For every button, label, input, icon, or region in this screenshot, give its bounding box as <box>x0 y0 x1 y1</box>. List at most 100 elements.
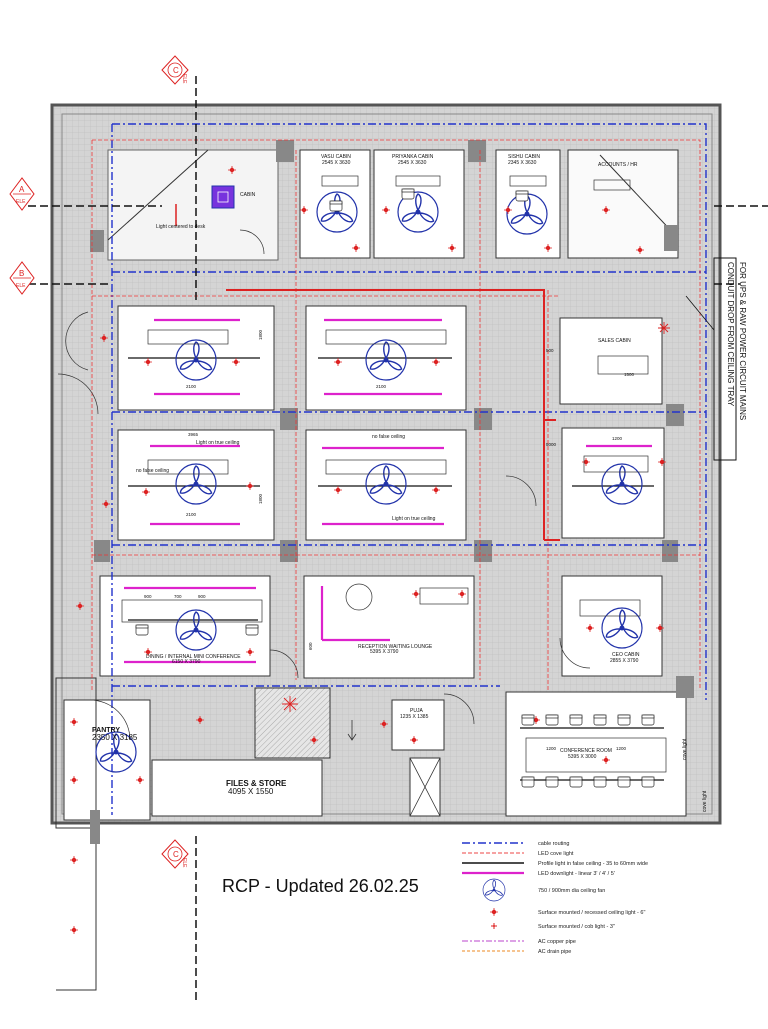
label-puja: PUJA <box>410 708 423 714</box>
legend-ceiling-fan: 750 / 900mm dia ceiling fan <box>538 888 605 894</box>
section-marker-c-bottom <box>161 839 189 869</box>
label-sishu-cabin: SISHU CABIN <box>508 154 540 160</box>
label-ceo-size: 2855 X 3790 <box>610 658 639 664</box>
building-inner <box>61 113 713 815</box>
label-files-store: FILES & STORE <box>226 779 287 788</box>
ceo-cabin-room <box>561 427 665 539</box>
conduit-note-box <box>713 257 737 461</box>
label-conference: CONFERENCE ROOM <box>560 748 612 754</box>
legend-ac-copper: AC copper pipe <box>538 939 576 945</box>
label-cove-1: cove light <box>682 738 688 760</box>
legend-symbols <box>462 842 524 952</box>
puja-room <box>391 699 445 751</box>
dim-3965: 3965 <box>188 432 199 437</box>
side-note-line1: CONDUIT DROP FROM CEILING TRAY <box>726 262 735 407</box>
ac-unit-icon <box>211 185 235 209</box>
legend-led-cove: LED cove light <box>538 851 574 857</box>
legend-cable-routing: cable routing <box>538 841 570 847</box>
sishu-cabin-room <box>495 149 561 259</box>
dim-600: 600 <box>308 642 313 650</box>
legend-cob-light: Surface mounted / cob light - 3" <box>538 924 615 930</box>
dim-900-b: 900 <box>198 594 206 599</box>
label-dining-size: 6150 X 3790 <box>172 659 201 665</box>
cable-routing <box>111 123 707 815</box>
label-reception: RECEPTION WAITING LOUNGE <box>358 644 433 650</box>
section-marker-c-bottom-id: C <box>173 850 179 859</box>
label-no-false-2: no false ceiling <box>136 468 169 474</box>
section-marker-a <box>9 177 35 211</box>
section-marker-b <box>9 261 35 295</box>
starburst-lights <box>282 322 670 712</box>
section-marker-c-top <box>161 55 189 85</box>
dim-2100-a: 2100 <box>186 384 197 389</box>
legend-recessed-light: Surface mounted / recessed ceiling light… <box>538 910 645 916</box>
conduit-main <box>226 289 545 540</box>
section-marker-b-id: B <box>19 269 24 278</box>
ceo-lower-room <box>561 575 663 677</box>
label-conference-size: 5395 X 3000 <box>568 754 597 760</box>
dim-1800-a: 1800 <box>258 329 263 340</box>
label-priyanka-size: 2545 X 3630 <box>398 160 427 166</box>
label-no-false-1: no false ceiling <box>372 434 405 440</box>
stair-arrow <box>347 720 357 741</box>
dim-1500: 1500 <box>624 372 635 377</box>
legend-profile-light: Profile light in false ceiling - 35 to 6… <box>538 861 648 867</box>
legend-led-downlight: LED downlight - linear 3' / 4' / 5' <box>538 871 615 877</box>
columns <box>90 140 694 844</box>
label-dining: DINING / INTERNAL MINI CONFERENCE <box>146 654 241 660</box>
section-lines <box>28 76 768 1000</box>
led-cove-lines <box>91 139 701 690</box>
door-swings <box>57 229 591 741</box>
furniture <box>121 175 667 773</box>
dim-1200-c: 1200 <box>616 746 627 751</box>
label-ceo-cabin: CEO CABIN <box>612 652 640 658</box>
label-sishu-size: 2345 X 3630 <box>508 160 537 166</box>
dim-2100-c: 2100 <box>186 512 197 517</box>
label-cove-2: cove light <box>702 790 708 812</box>
cabin-small-ceiling <box>107 149 279 261</box>
staircase <box>254 687 331 759</box>
label-light-note: Light centered to desk <box>156 224 206 230</box>
accounts-diagonal <box>599 154 677 237</box>
label-accounts: ACCOUNTS / HR <box>598 162 638 168</box>
dining-room <box>99 575 271 677</box>
accounts-room <box>567 149 679 259</box>
label-puja-size: 1235 X 1385 <box>400 714 429 720</box>
drawing-title: RCP - Updated 26.02.25 <box>222 876 419 896</box>
section-marker-c-bottom-sub: ELE <box>181 858 187 868</box>
section-marker-c-top-id: C <box>173 66 179 75</box>
label-light-true-1: Light on true ceiling <box>196 440 240 446</box>
conference-room <box>505 691 687 817</box>
label-priyanka-cabin: PRIYANKA CABIN <box>392 154 434 160</box>
files-store-room <box>151 759 323 817</box>
dim-5000: 5000 <box>546 442 557 447</box>
priyanka-cabin-room <box>373 149 465 259</box>
section-marker-b-sub: ELE <box>16 283 26 289</box>
led-downlights <box>124 318 652 664</box>
dim-2100-b: 2100 <box>376 384 387 389</box>
section-marker-c-top-sub: ELE <box>181 74 187 84</box>
side-note-line2: FOR UPS & RAW POWER CIRCUIT MAINS <box>738 262 747 420</box>
cabin-diagonal <box>107 149 209 241</box>
label-pantry-size: 2350 X 3185 <box>92 733 138 742</box>
dim-1200-a: 1200 <box>612 436 623 441</box>
dim-700: 700 <box>174 594 182 599</box>
sales-cabin-room <box>559 317 663 405</box>
label-vasu-size: 2545 X 3630 <box>322 160 351 166</box>
label-cabin: CABIN <box>240 192 256 198</box>
label-light-true-2: Light on true ceiling <box>392 516 436 522</box>
dim-900-a: 900 <box>144 594 152 599</box>
dim-1800-b: 1800 <box>258 493 263 504</box>
legend-ac-drain: AC drain pipe <box>538 949 571 955</box>
section-marker-a-id: A <box>19 185 25 194</box>
reception-room <box>303 575 475 679</box>
section-marker-a-sub: ELE <box>16 199 26 205</box>
label-pantry: PANTRY <box>92 727 120 734</box>
dim-500: 500 <box>546 348 554 353</box>
dim-1200-b: 1200 <box>546 746 557 751</box>
label-reception-size: 5395 X 3790 <box>370 649 399 655</box>
label-sales-cabin: SALES CABIN <box>598 338 631 344</box>
label-files-size: 4095 X 1550 <box>228 787 274 796</box>
